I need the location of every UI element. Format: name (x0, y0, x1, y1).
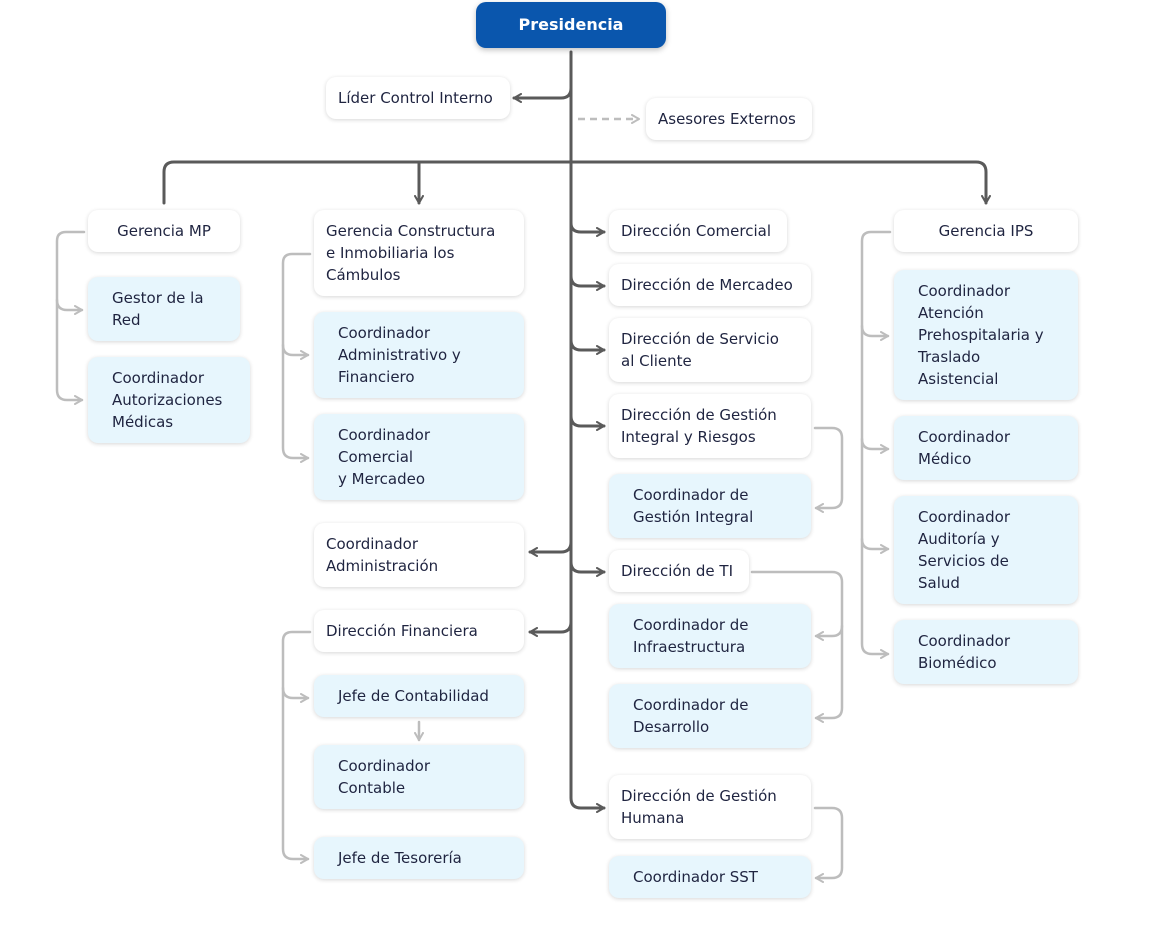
coordinador-infraestructura-label: Coordinador de Infraestructura (633, 616, 749, 656)
jefe-tesoreria-box[interactable]: Jefe de Tesorería (314, 837, 524, 879)
direccion-servicio-cliente-box[interactable]: Dirección de Servicio al Cliente (609, 318, 811, 382)
gestor-red-box[interactable]: Gestor de la Red (88, 277, 240, 341)
lider-control-interno-box[interactable]: Líder Control Interno (326, 77, 510, 119)
coordinador-infraestructura-box[interactable]: Coordinador de Infraestructura (609, 604, 811, 668)
coordinador-sst-box[interactable]: Coordinador SST (609, 856, 811, 898)
coordinador-gestion-integral-box[interactable]: Coordinador de Gestión Integral (609, 474, 811, 538)
gestor-red-label: Gestor de la Red (112, 289, 204, 329)
direccion-comercial-label: Dirección Comercial (621, 222, 771, 240)
direccion-comercial-box[interactable]: Dirección Comercial (609, 210, 787, 252)
coordinador-sst-label: Coordinador SST (633, 868, 758, 886)
direccion-gestion-integral-label: Dirección de Gestión Integral y Riesgos (621, 406, 777, 446)
asesores-externos-label: Asesores Externos (658, 110, 796, 128)
direccion-financiera-box[interactable]: Dirección Financiera (314, 610, 524, 652)
sub-connectors (55, 230, 892, 883)
jefe-contabilidad-label: Jefe de Contabilidad (338, 687, 489, 705)
direccion-gestion-humana-box[interactable]: Dirección de Gestión Humana (609, 775, 811, 839)
direccion-financiera-label: Dirección Financiera (326, 622, 478, 640)
jefe-contabilidad-box[interactable]: Jefe de Contabilidad (314, 675, 524, 717)
coordinador-desarrollo-label: Coordinador de Desarrollo (633, 696, 749, 736)
coordinador-auditoria-box[interactable]: Coordinador Auditoría y Servicios de Sal… (894, 496, 1078, 604)
coordinador-biomedico-label: Coordinador Biomédico (918, 632, 1010, 672)
presidencia-label: Presidencia (518, 15, 624, 34)
coordinador-aph-box[interactable]: Coordinador Atención Prehospitalaria y T… (894, 270, 1078, 400)
direccion-gestion-humana-label: Dirección de Gestión Humana (621, 787, 777, 827)
gerencia-constructura-box[interactable]: Gerencia Constructura e Inmobiliaria los… (314, 210, 524, 296)
gerencia-constructura-label: Gerencia Constructura e Inmobiliaria los… (326, 222, 496, 284)
coordinador-auditoria-label: Coordinador Auditoría y Servicios de Sal… (918, 508, 1010, 592)
direccion-ti-label: Dirección de TI (621, 562, 734, 580)
coordinador-admin-financiero-box[interactable]: Coordinador Administrativo y Financiero (314, 312, 524, 398)
coordinador-desarrollo-box[interactable]: Coordinador de Desarrollo (609, 684, 811, 748)
gerencia-mp-box[interactable]: Gerencia MP (88, 210, 240, 252)
asesores-externos-box[interactable]: Asesores Externos (646, 98, 812, 140)
coordinador-administracion-box[interactable]: Coordinador Administración (314, 523, 524, 587)
direccion-mercadeo-label: Dirección de Mercadeo (621, 276, 793, 294)
presidencia-box[interactable]: Presidencia (476, 2, 666, 48)
coordinador-medico-label: Coordinador Médico (918, 428, 1010, 468)
direccion-ti-box[interactable]: Dirección de TI (609, 550, 749, 592)
coordinador-biomedico-box[interactable]: Coordinador Biomédico (894, 620, 1078, 684)
coordinador-aph-label: Coordinador Atención Prehospitalaria y T… (918, 282, 1044, 388)
direccion-gestion-integral-box[interactable]: Dirección de Gestión Integral y Riesgos (609, 394, 811, 458)
main-connectors (162, 50, 991, 813)
coordinador-comercial-mercadeo-label: Coordinador Comercial y Mercadeo (338, 426, 430, 488)
coordinador-administracion-label: Coordinador Administración (326, 535, 439, 575)
coordinador-autorizaciones-label: Coordinador Autorizaciones Médicas (112, 369, 223, 431)
gerencia-ips-label: Gerencia IPS (938, 222, 1034, 240)
coordinador-autorizaciones-box[interactable]: Coordinador Autorizaciones Médicas (88, 357, 250, 443)
coordinador-medico-box[interactable]: Coordinador Médico (894, 416, 1078, 480)
coordinador-contable-label: Coordinador Contable (338, 757, 430, 797)
coordinador-admin-financiero-label: Coordinador Administrativo y Financiero (338, 324, 461, 386)
jefe-tesoreria-label: Jefe de Tesorería (338, 849, 462, 867)
lider-control-interno-label: Líder Control Interno (338, 89, 493, 107)
coordinador-gestion-integral-label: Coordinador de Gestión Integral (633, 486, 754, 526)
gerencia-ips-box[interactable]: Gerencia IPS (894, 210, 1078, 252)
direccion-servicio-cliente-label: Dirección de Servicio al Cliente (621, 330, 779, 370)
gerencia-mp-label: Gerencia MP (117, 222, 211, 240)
coordinador-comercial-mercadeo-box[interactable]: Coordinador Comercial y Mercadeo (314, 414, 524, 500)
coordinador-contable-box[interactable]: Coordinador Contable (314, 745, 524, 809)
direccion-mercadeo-box[interactable]: Dirección de Mercadeo (609, 264, 811, 306)
